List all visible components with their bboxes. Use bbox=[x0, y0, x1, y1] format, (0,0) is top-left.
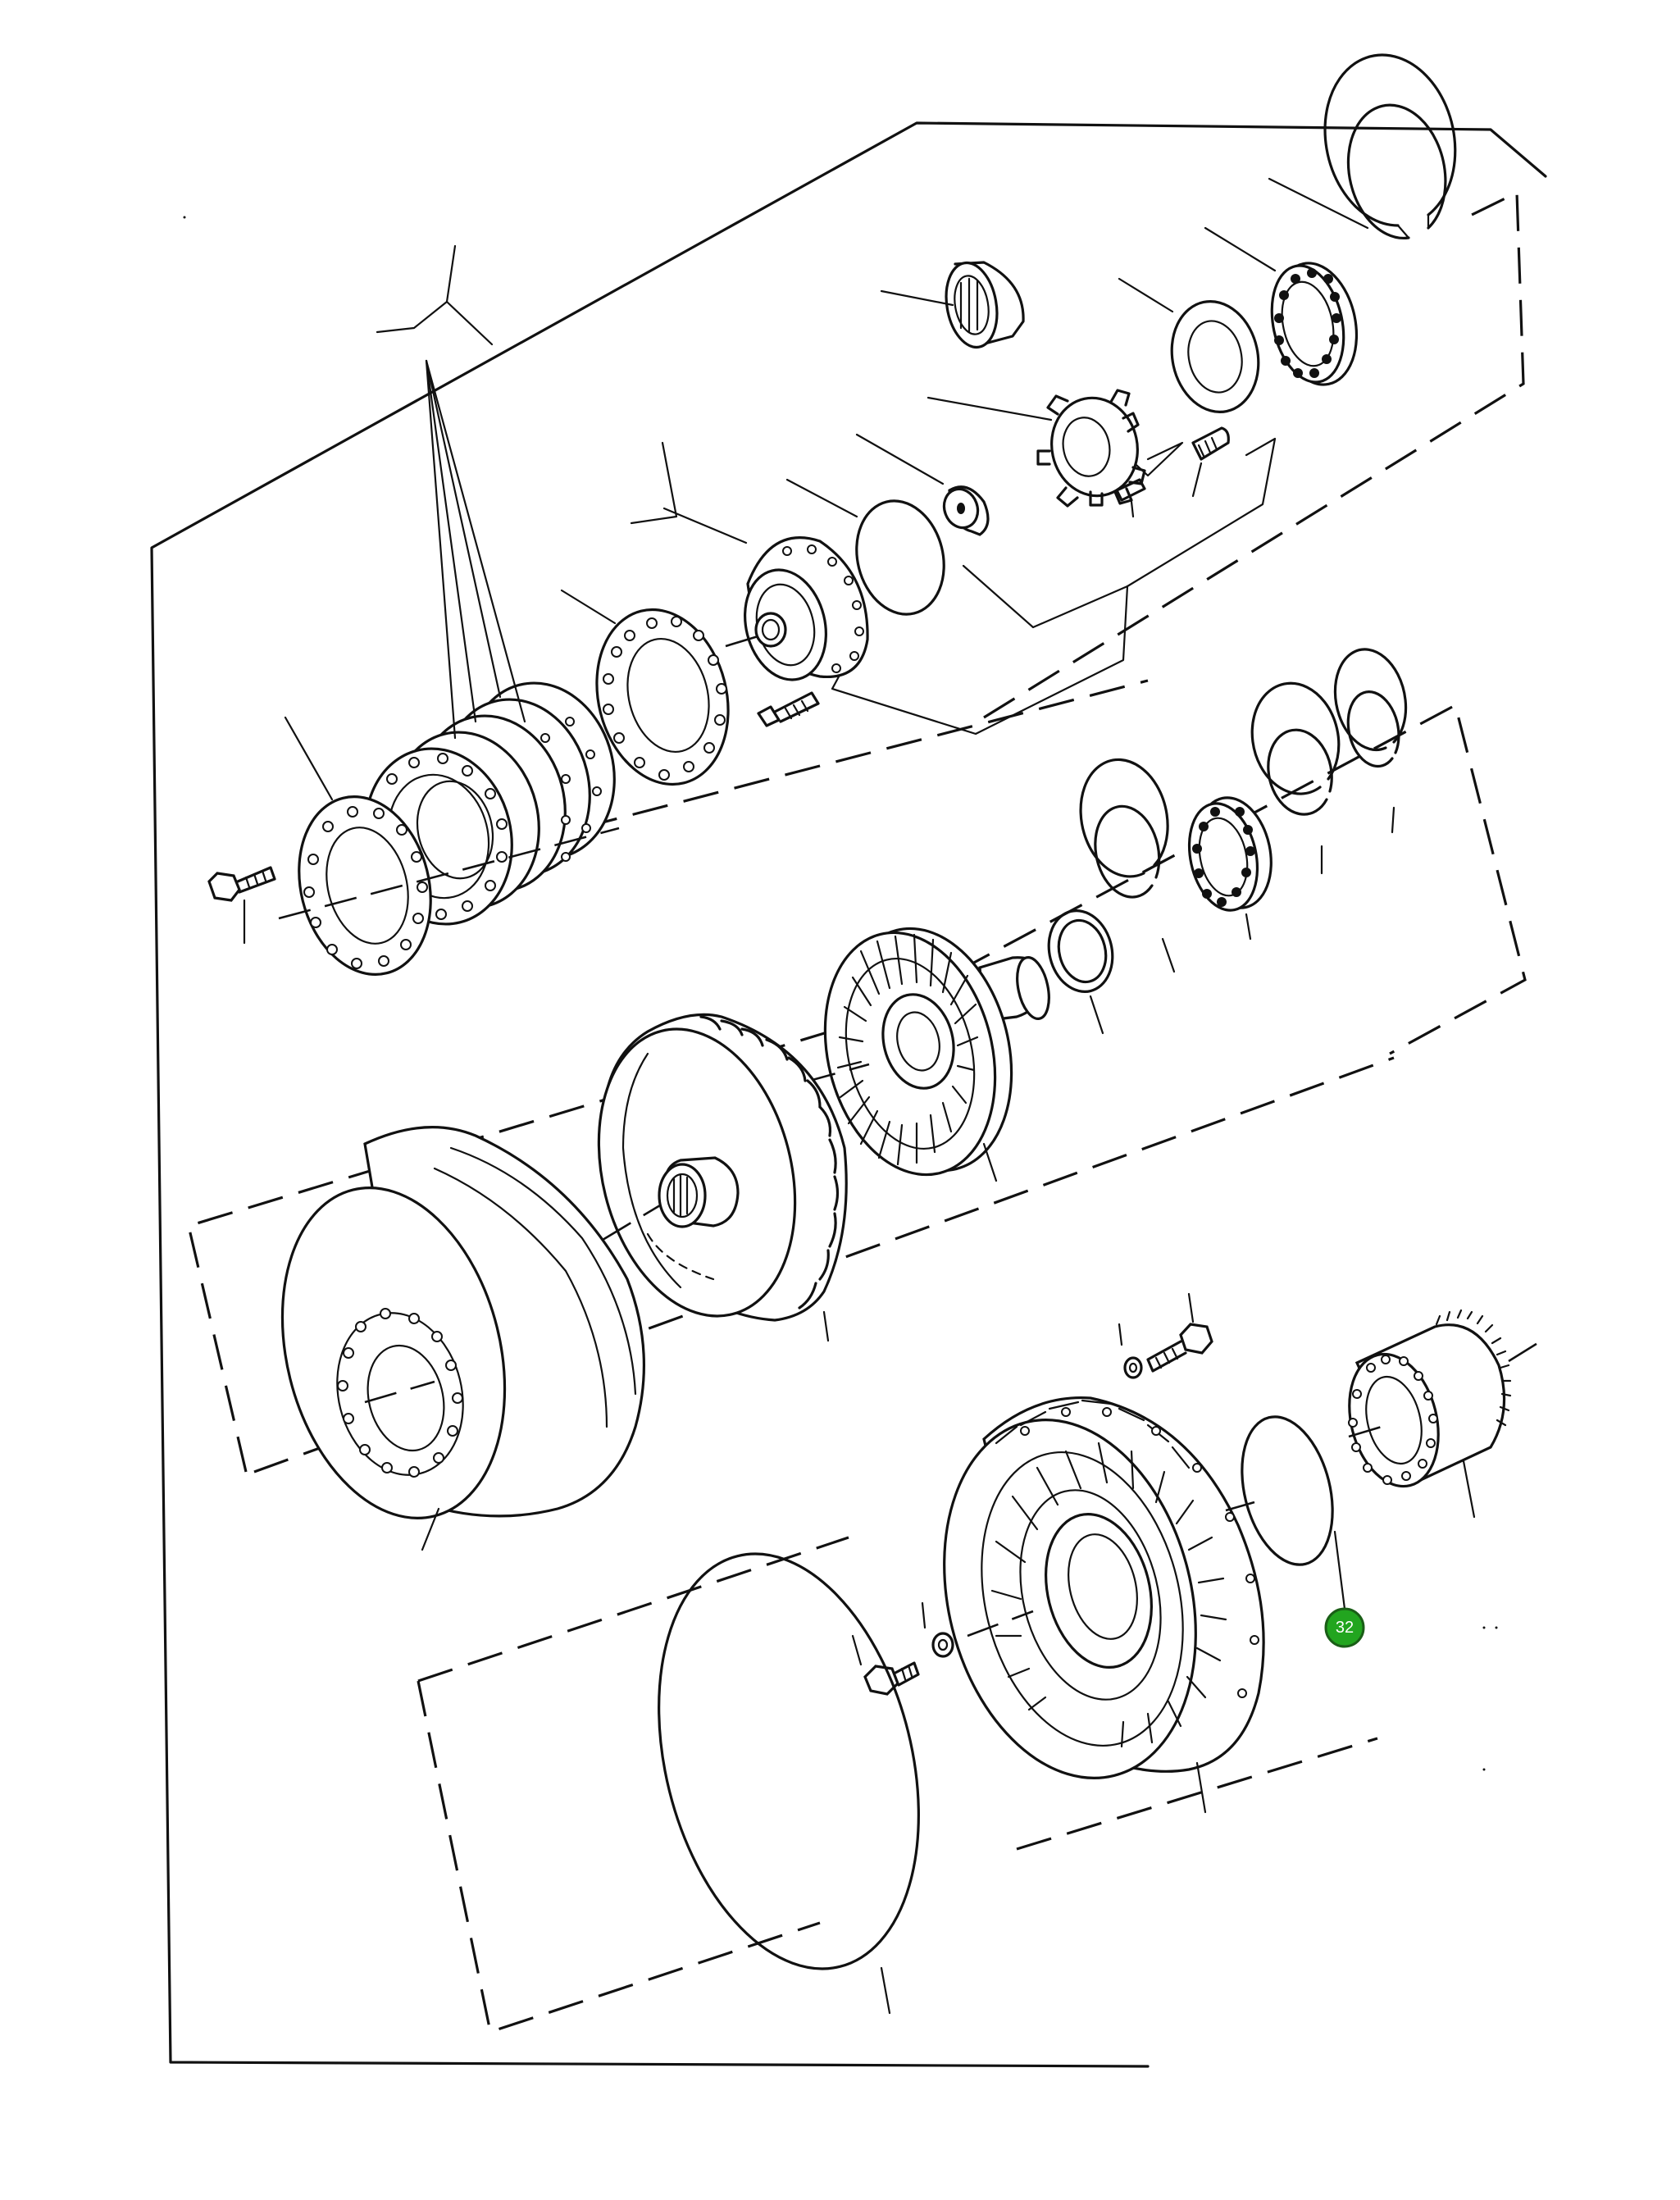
o-ring-upper bbox=[785, 478, 945, 616]
drive-gear bbox=[927, 389, 1146, 508]
spacer-washer bbox=[855, 433, 990, 536]
hex-bolt-upper bbox=[207, 866, 276, 945]
snap-ring-mid-4 bbox=[1047, 909, 1114, 1035]
ball-bearing-mid bbox=[1187, 796, 1273, 941]
gasket-plate-upper bbox=[560, 589, 730, 786]
thrust-washer-top bbox=[1118, 277, 1260, 413]
dowel-pin bbox=[1115, 478, 1146, 518]
lock-washer-top bbox=[1118, 1323, 1143, 1379]
stator-impeller bbox=[597, 1013, 848, 1342]
converter-cover bbox=[280, 1125, 646, 1551]
snap-ring-mid-2 bbox=[1250, 681, 1341, 875]
lock-washer-lower bbox=[921, 1601, 954, 1658]
pump-housing bbox=[725, 536, 869, 681]
set-screw-small bbox=[1191, 426, 1230, 498]
snap-ring-mid-3 bbox=[1079, 758, 1176, 973]
o-ring-seal bbox=[1225, 1415, 1346, 1610]
stray-marks bbox=[183, 216, 1498, 1771]
ball-bearing-top bbox=[1204, 226, 1359, 386]
callout-32[interactable]: 32 bbox=[1324, 1607, 1365, 1648]
subassembly-boundary-lower bbox=[417, 1536, 1378, 2034]
large-o-ring bbox=[658, 1552, 920, 2015]
tapered-bushing bbox=[880, 261, 1025, 349]
snap-ring-top bbox=[1268, 53, 1457, 240]
hex-bolt-lower-left bbox=[851, 1634, 920, 1696]
outer-frame bbox=[150, 121, 1547, 2068]
turbine-assembly bbox=[803, 927, 1050, 1182]
adapter-plate bbox=[278, 716, 620, 976]
impeller-housing bbox=[943, 1396, 1265, 1814]
splined-hub bbox=[1348, 1309, 1546, 1519]
flat-head-screw bbox=[757, 691, 820, 727]
hex-bolt-lower-top bbox=[1146, 1292, 1213, 1373]
snap-ring-mid-right bbox=[1333, 648, 1408, 834]
